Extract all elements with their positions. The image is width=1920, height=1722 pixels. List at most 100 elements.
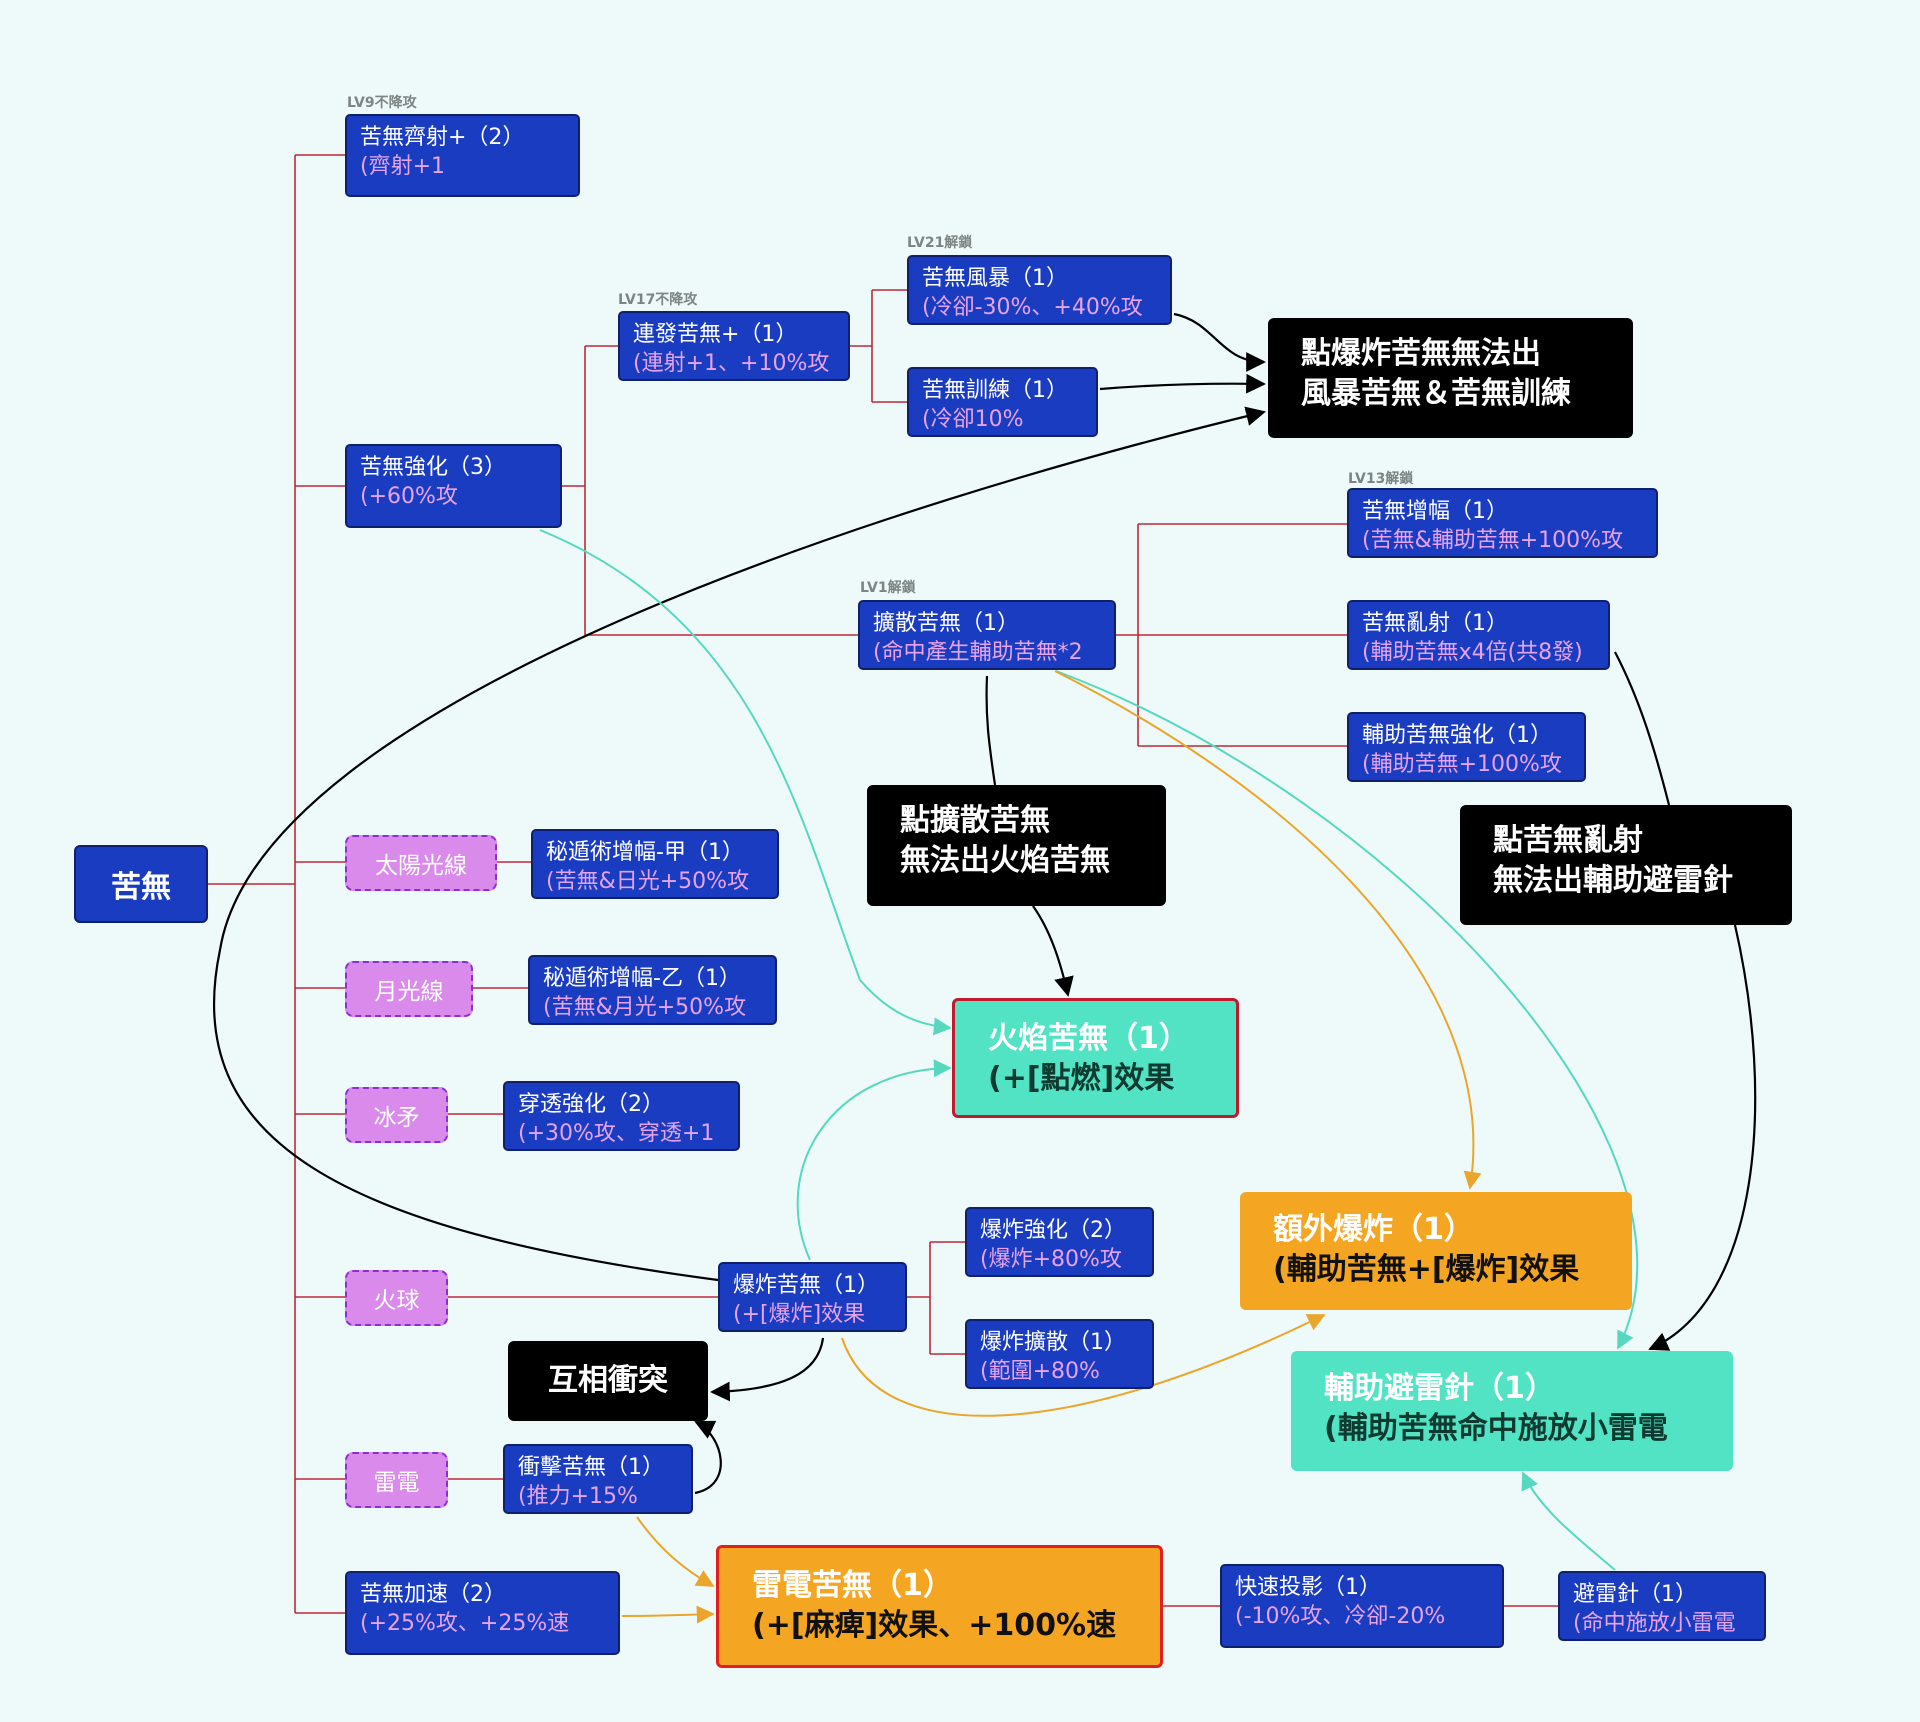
skill-explode-enhance[interactable]: 爆炸強化（2） (爆炸+80%攻 — [965, 1207, 1154, 1277]
skill-desc: (齊射+1 — [360, 154, 446, 179]
final-flame-kunai[interactable]: 火焰苦無（1） (+[點燃]效果 — [952, 998, 1239, 1118]
skill-title: 避雷針（1） — [1573, 1582, 1697, 1607]
arrow-rod-assistrod — [1521, 1471, 1616, 1571]
link-enhance-rapid — [562, 345, 858, 636]
skill-arcane-amp-b[interactable]: 秘遁術增幅-乙（1） (苦無&月光+50%攻 — [528, 955, 777, 1025]
note-scatter-block: 點苦無亂射 無法出輔助避雷針 — [1460, 805, 1792, 925]
final-desc: (輔助苦無命中施放小雷電 — [1324, 1411, 1668, 1446]
skill-desc: (+25%攻、+25%速 — [360, 1611, 570, 1636]
final-title: 火焰苦無（1） — [988, 1021, 1189, 1056]
arrow-spread-extraexplode — [1054, 670, 1482, 1190]
tree-connectors — [208, 154, 1558, 1614]
skill-desc: (冷卻-30%、+40%攻 — [922, 295, 1143, 320]
skill-title: 連發苦無+（1） — [633, 322, 798, 347]
final-desc: (+[點燃]效果 — [988, 1061, 1175, 1096]
arrow-scatter-note — [1614, 651, 1671, 806]
final-desc: (輔助苦無+[爆炸]效果 — [1273, 1252, 1580, 1287]
arrow-scatternote-assistrod — [1648, 924, 1757, 1351]
orange-arrows — [621, 670, 1482, 1624]
skill-desc: (苦無&輔助苦無+100%攻 — [1362, 528, 1624, 553]
skill-pierce-enhance[interactable]: 穿透強化（2） (+30%攻、穿透+1 — [503, 1081, 740, 1151]
note-spread-block: 點擴散苦無 無法出火焰苦無 — [867, 785, 1166, 906]
skill-explode-kunai[interactable]: 爆炸苦無（1） (+[爆炸]效果 — [718, 1262, 907, 1332]
skill-lightning-rod[interactable]: 避雷針（1） (命中施放小雷電 — [1558, 1571, 1766, 1641]
skill-desc: (+30%攻、穿透+1 — [518, 1121, 715, 1146]
skill-desc: (輔助苦無x4倍(共8發) — [1362, 640, 1583, 665]
skill-fast-projection[interactable]: 快速投影（1） (-10%攻、冷卻-20% — [1220, 1564, 1504, 1648]
skill-explode-spread[interactable]: 爆炸擴散（1） (範圍+80% — [965, 1319, 1154, 1389]
skill-title: 秘遁術增幅-乙（1） — [543, 966, 741, 991]
skill-kunai-scatter[interactable]: 苦無亂射（1） (輔助苦無x4倍(共8發) — [1347, 600, 1610, 670]
skill-title: 輔助苦無強化（1） — [1362, 723, 1552, 748]
skill-title: 爆炸強化（2） — [980, 1218, 1126, 1243]
skill-title: 秘遁術增幅-甲（1） — [546, 840, 744, 865]
skill-desc: (苦無&月光+50%攻 — [543, 995, 747, 1020]
final-title: 輔助避雷針（1） — [1324, 1371, 1555, 1406]
skill-title: 苦無齊射+（2） — [360, 125, 525, 150]
skill-kunai-enhance[interactable]: 苦無強化（3） (+60%攻 — [345, 444, 562, 528]
skill-desc: (範圍+80% — [980, 1359, 1100, 1384]
note-line: 無法出火焰苦無 — [900, 843, 1110, 878]
final-extra-explosion[interactable]: 額外爆炸（1） (輔助苦無+[爆炸]效果 — [1240, 1192, 1632, 1310]
block-arrows — [212, 312, 1757, 1495]
final-thunder-kunai[interactable]: 雷電苦無（1） (+[麻痺]效果、+100%速 — [716, 1545, 1163, 1668]
skill-kunai-volley[interactable]: 苦無齊射+（2） (齊射+1 — [345, 114, 580, 197]
magic-thunder[interactable]: 雷電 — [345, 1452, 448, 1508]
level-tag-lv21: LV21解鎖 — [907, 235, 973, 251]
arrow-impact-thunderkunai — [636, 1516, 715, 1587]
skill-desc: (+[爆炸]效果 — [733, 1302, 866, 1327]
skill-title: 擴散苦無（1） — [873, 611, 1019, 636]
magic-icespear[interactable]: 冰矛 — [345, 1087, 448, 1143]
level-tag-lv17: LV17不降攻 — [618, 292, 698, 308]
arrow-storm-note — [1173, 312, 1266, 372]
final-desc: (+[麻痺]效果、+100%速 — [752, 1608, 1117, 1643]
skill-kunai-accel[interactable]: 苦無加速（2） (+25%攻、+25%速 — [345, 1571, 620, 1655]
arrow-training-note — [1099, 373, 1266, 394]
arrow-spread-note — [985, 675, 997, 786]
note-line: 點爆炸苦無無法出 — [1301, 336, 1541, 371]
skill-spread-kunai[interactable]: 擴散苦無（1） (命中產生輔助苦無*2 — [858, 600, 1116, 670]
skill-kunai-amplify[interactable]: 苦無增幅（1） (苦無&輔助苦無+100%攻 — [1347, 488, 1658, 558]
skill-arcane-amp-a[interactable]: 秘遁術增幅-甲（1） (苦無&日光+50%攻 — [531, 829, 779, 899]
arrow-explode-note — [212, 406, 1266, 1282]
link-explode-children — [907, 1241, 965, 1355]
skill-desc: (苦無&日光+50%攻 — [546, 869, 750, 894]
skill-title: 苦無亂射（1） — [1362, 611, 1508, 636]
skill-kunai-storm[interactable]: 苦無風暴（1） (冷卻-30%、+40%攻 — [907, 255, 1172, 325]
skill-desc: (輔助苦無+100%攻 — [1362, 752, 1562, 777]
skill-desc: (-10%攻、冷卻-20% — [1235, 1604, 1446, 1629]
skill-rapid-kunai[interactable]: 連發苦無+（1） (連射+1、+10%攻 — [618, 311, 850, 381]
note-line: 無法出輔助避雷針 — [1493, 863, 1733, 898]
skill-title: 苦無訓練（1） — [922, 378, 1068, 403]
skill-desc: (命中施放小雷電 — [1573, 1611, 1736, 1636]
teal-arrows — [539, 529, 1639, 1571]
arrow-explode-extraexplode — [841, 1314, 1326, 1417]
magic-moonray[interactable]: 月光線 — [345, 961, 473, 1017]
skill-title: 苦無風暴（1） — [922, 266, 1068, 291]
root-kunai[interactable]: 苦無 — [74, 845, 208, 923]
final-title: 雷電苦無（1） — [752, 1568, 953, 1603]
arrow-impact-conflict — [694, 1420, 722, 1495]
arrow-accel-thunderkunai — [621, 1605, 715, 1624]
note-mutual-conflict: 互相衝突 — [508, 1341, 708, 1421]
note-line: 風暴苦無＆苦無訓練 — [1301, 376, 1571, 411]
magic-sunray[interactable]: 太陽光線 — [345, 835, 497, 891]
skill-title: 苦無強化（3） — [360, 455, 506, 480]
link-rapid-storm — [850, 289, 907, 403]
note-explode-block: 點爆炸苦無無法出 風暴苦無＆苦無訓練 — [1268, 318, 1633, 438]
trunk-line — [208, 155, 296, 1613]
level-tag-lv1: LV1解鎖 — [860, 580, 916, 596]
final-assist-lightning-rod[interactable]: 輔助避雷針（1） (輔助苦無命中施放小雷電 — [1291, 1351, 1733, 1471]
arrow-enhance-flame — [539, 529, 952, 1036]
skill-title: 爆炸苦無（1） — [733, 1273, 879, 1298]
skill-assist-kunai-boost[interactable]: 輔助苦無強化（1） (輔助苦無+100%攻 — [1347, 712, 1586, 782]
skill-impact-kunai[interactable]: 衝擊苦無（1） (推力+15% — [503, 1444, 693, 1514]
skill-title: 衝擊苦無（1） — [518, 1455, 664, 1480]
level-tag-lv13: LV13解鎖 — [1348, 471, 1414, 487]
link-spread-children — [1116, 523, 1347, 747]
skill-desc: (推力+15% — [518, 1484, 638, 1509]
skill-desc: (爆炸+80%攻 — [980, 1247, 1122, 1272]
magic-fireball[interactable]: 火球 — [345, 1270, 448, 1326]
skill-kunai-training[interactable]: 苦無訓練（1） (冷卻10% — [907, 367, 1098, 437]
